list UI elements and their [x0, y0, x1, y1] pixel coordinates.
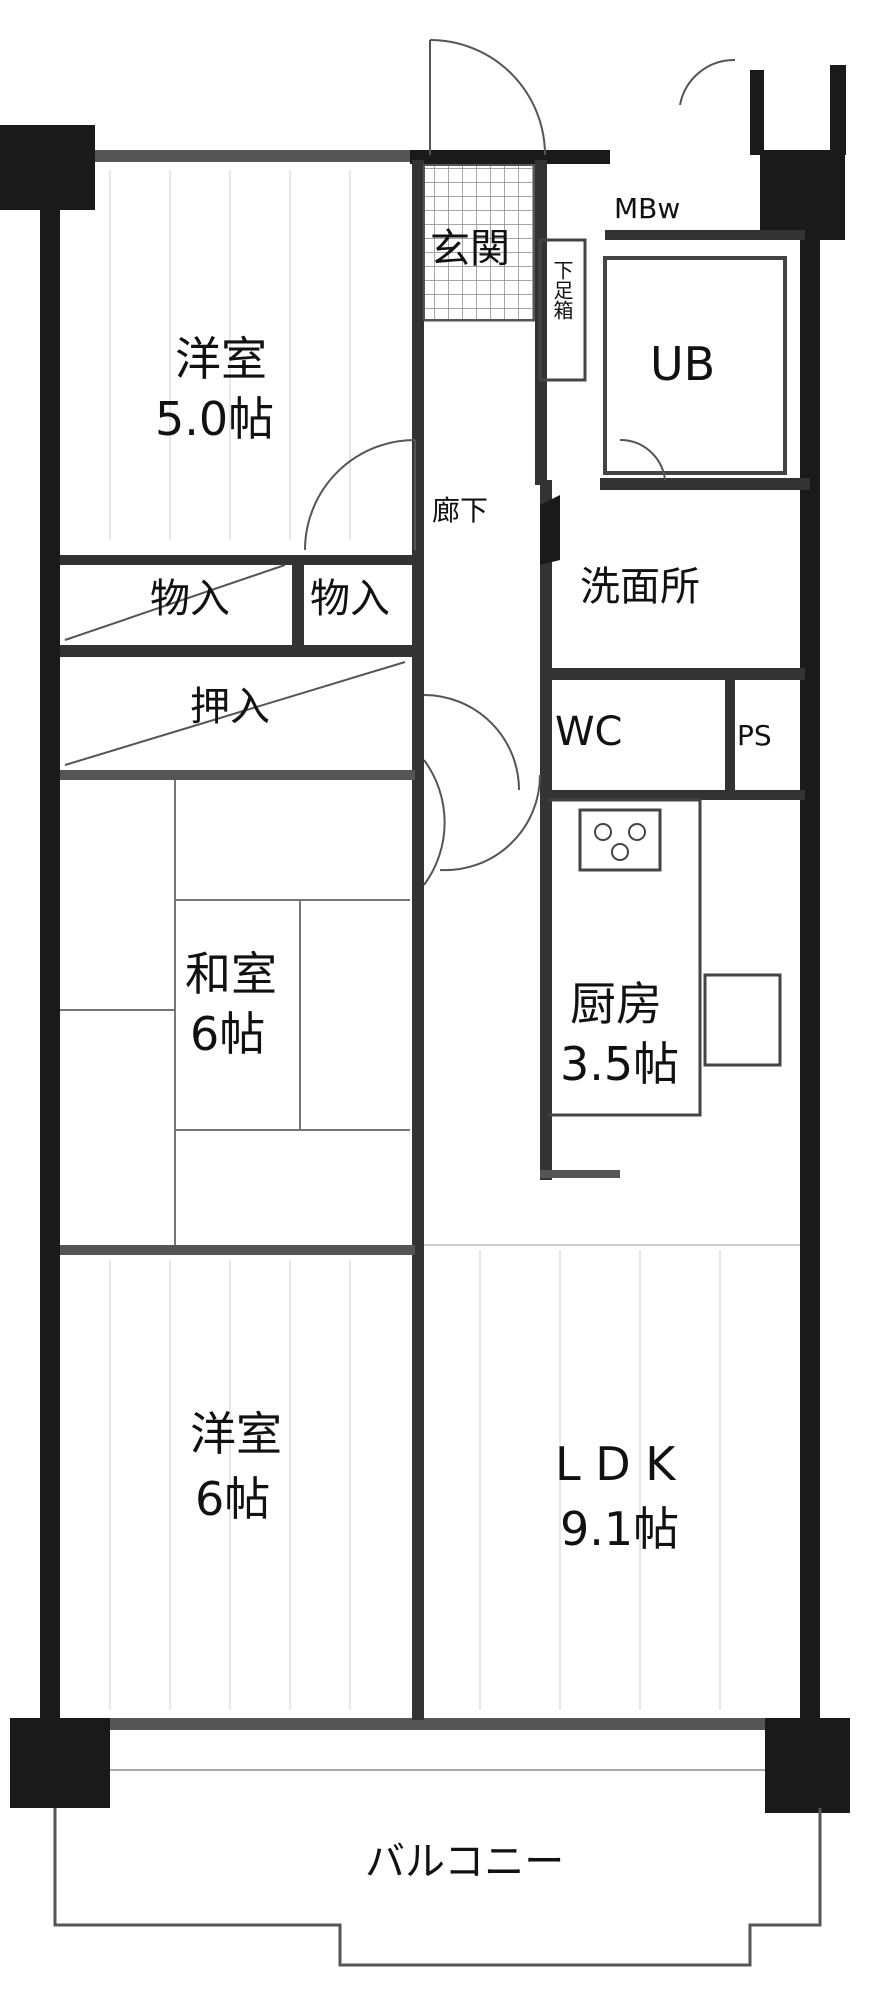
wall-kitchen-bottom [540, 1170, 620, 1178]
hallway-label: 廊下 [432, 494, 488, 527]
stove-burner-1 [594, 823, 612, 841]
exterior-wall-top-2 [410, 150, 610, 164]
wall-japanese-western [60, 1245, 415, 1255]
shoe-box-label: 下足箱 [550, 260, 574, 320]
wall-washroom-bottom [540, 668, 805, 680]
floor-grain [109, 170, 800, 1710]
pipe-space-label: PS [737, 719, 772, 752]
exterior-wall-right [800, 235, 820, 1725]
japanese-room-name: 和室 [185, 947, 277, 1001]
western-room-2-size: 6帖 [195, 1472, 270, 1526]
wall-wc-bottom [540, 790, 805, 800]
wall-closet-oshiire [60, 645, 415, 657]
kitchen-counter [548, 798, 702, 1117]
closet-diagonal-1 [64, 564, 286, 641]
kitchen-sink [703, 973, 782, 1067]
unit-bath-label: UB [650, 337, 715, 391]
entrance-label: 玄関 [430, 226, 510, 272]
western-room-2-name: 洋室 [190, 1407, 282, 1461]
wall-closet-divider [292, 555, 304, 650]
closet-1-label: 物入 [150, 576, 230, 622]
pillar-top-right-stub2 [750, 70, 764, 155]
pillar-top-right-stub [830, 65, 846, 155]
ldk-size: 9.1帖 [560, 1502, 679, 1556]
exterior-wall-bottom [110, 1718, 765, 1730]
wall-wet-area-2 [540, 480, 552, 1180]
pillar-top-right [760, 150, 845, 240]
balcony-outline [53, 1808, 822, 1967]
closet-2-label: 物入 [310, 576, 390, 622]
washroom-mirror [540, 495, 560, 565]
stove-burner-3 [611, 843, 629, 861]
unit-bath-frame [603, 256, 787, 475]
japanese-room-size: 6帖 [190, 1007, 265, 1061]
wall-mbw-bottom [605, 230, 805, 240]
shoe-box [538, 238, 587, 382]
toilet-label: WC [555, 709, 622, 755]
kitchen-size: 3.5帖 [560, 1037, 679, 1091]
wall-ub-bottom [600, 478, 810, 490]
wall-oshiire-japanese [60, 770, 415, 780]
closet-diagonal-2 [64, 661, 406, 766]
balcony-label: バルコニー [365, 1839, 564, 1885]
washroom-label: 洗面所 [580, 564, 700, 610]
wall-wc-ps [725, 680, 735, 795]
door-swings [304, 39, 736, 886]
western-room-1-size: 5.0帖 [155, 392, 274, 446]
pillar-top-left [0, 125, 95, 210]
pillar-bottom-left [10, 1718, 110, 1808]
kitchen-name: 厨房 [570, 977, 662, 1031]
exterior-wall-left [40, 205, 60, 1725]
stove-burner-2 [628, 823, 646, 841]
western-room-1-name: 洋室 [175, 332, 267, 386]
wall-room1-closet [60, 555, 415, 565]
oshiire-label: 押入 [190, 684, 270, 730]
pillar-bottom-right [765, 1718, 850, 1813]
kitchen-stove [578, 808, 662, 872]
ldk-name: L D K [555, 1437, 677, 1491]
wall-spine [412, 160, 424, 1720]
meter-box-label: MBw [614, 192, 680, 225]
entrance-tiles [423, 164, 535, 321]
exterior-wall-top [95, 150, 410, 162]
